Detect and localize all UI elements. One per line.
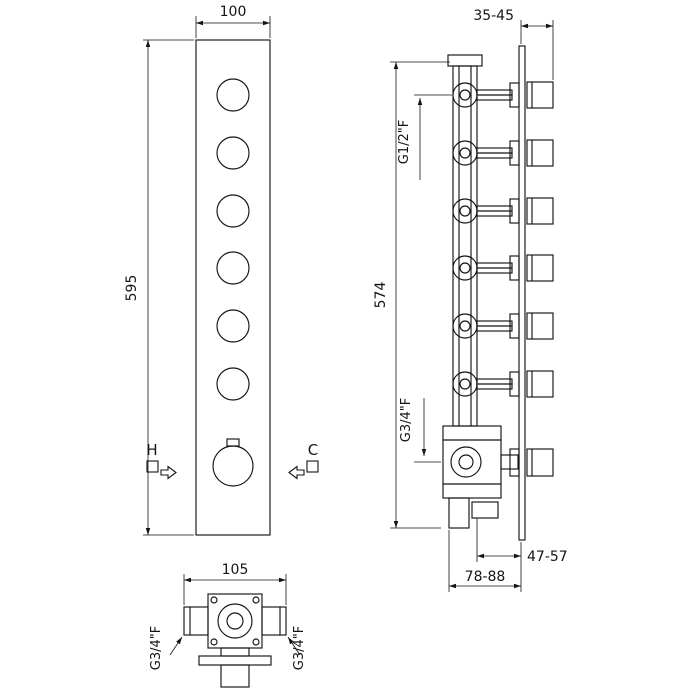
push-button-2: [216, 136, 250, 170]
thread-bottom-label: G3/4"F: [399, 398, 414, 442]
dim-side-depth: 35-45: [473, 8, 554, 80]
dim-total-depth: 78-88: [448, 530, 521, 592]
thread-callout-right: G3/4"F: [287, 626, 307, 670]
screw-icon: [210, 596, 218, 604]
hot-inlet-symbol: [146, 460, 159, 473]
cold-indicator: C: [288, 441, 319, 480]
side-valve-5: [452, 312, 554, 340]
dim-plate-depth-label: 47-57: [527, 549, 568, 565]
thread-right-label: G3/4"F: [292, 626, 307, 670]
check-valve: [471, 501, 499, 519]
thread-top-label: G1/2"F: [397, 120, 412, 164]
manifold-top-cap: [447, 54, 483, 67]
hot-arrow-icon: [160, 465, 177, 480]
cold-inlet-symbol: [306, 460, 319, 473]
thermostat-dial: [212, 445, 254, 487]
mixer-body: [442, 425, 554, 529]
screw-icon: [252, 638, 260, 646]
push-button-3: [216, 194, 250, 228]
mixer-knob: [526, 448, 554, 477]
dim-total-depth-label: 78-88: [465, 569, 506, 585]
screw-icon: [210, 638, 218, 646]
push-button-1: [216, 78, 250, 112]
bottom-spout-stub: [220, 664, 250, 688]
bottom-flange: [198, 655, 272, 666]
bottom-cartridge-inner: [226, 612, 244, 630]
mixer-flange: [509, 448, 520, 477]
side-valve-4: [452, 254, 554, 282]
thread-callout-left: G3/4"F: [149, 626, 183, 670]
side-plate-edge: [518, 45, 526, 541]
push-button-6: [216, 367, 250, 401]
left-inlet-port: [183, 606, 209, 636]
dial-notch: [226, 438, 240, 447]
thread-callout-top: G1/2"F: [397, 94, 452, 180]
dim-plate-depth: 47-57: [476, 518, 568, 592]
mixer-cartridge: [450, 446, 482, 478]
bottom-view: 105 G3/4"F G3/4"F: [149, 562, 307, 688]
push-button-5: [216, 309, 250, 343]
side-valve-2: [452, 139, 554, 167]
side-valve-1: [452, 81, 554, 109]
thread-callout-bottom: G3/4"F: [399, 398, 441, 463]
cold-arrow-icon: [288, 465, 305, 480]
dim-front-width-label: 100: [220, 4, 247, 20]
leader-line: [169, 636, 183, 656]
mixer-bottom-stub: [448, 497, 470, 529]
dim-front-width: 100: [195, 4, 271, 38]
mixer-outline: [442, 425, 502, 499]
dim-front-height-label: 595: [124, 275, 140, 302]
screw-icon: [252, 596, 260, 604]
thread-left-label: G3/4"F: [149, 626, 164, 670]
dim-bottom-width: 105: [183, 562, 287, 605]
dim-side-height-label: 574: [373, 282, 389, 309]
side-valve-3: [452, 197, 554, 225]
dim-front-height: 595: [124, 39, 194, 536]
bottom-neck: [220, 647, 250, 657]
side-valve-6: [452, 370, 554, 398]
mixer-cartridge-inner: [458, 454, 474, 470]
front-plate-outline: [195, 39, 271, 536]
cold-label: C: [308, 441, 318, 459]
front-view: 100 595 H C: [124, 4, 319, 536]
hot-indicator: H: [146, 441, 177, 480]
leader-line: [287, 636, 301, 656]
dim-bottom-width-label: 105: [222, 562, 249, 578]
dim-side-depth-label: 35-45: [473, 8, 514, 24]
right-inlet-port: [261, 606, 287, 636]
side-view: 35-45 574 G1/2"F G3/4"F 47-57: [373, 8, 568, 592]
bottom-cartridge: [217, 603, 253, 639]
dim-side-height: 574: [373, 61, 450, 529]
push-button-4: [216, 251, 250, 285]
hot-label: H: [146, 441, 157, 459]
